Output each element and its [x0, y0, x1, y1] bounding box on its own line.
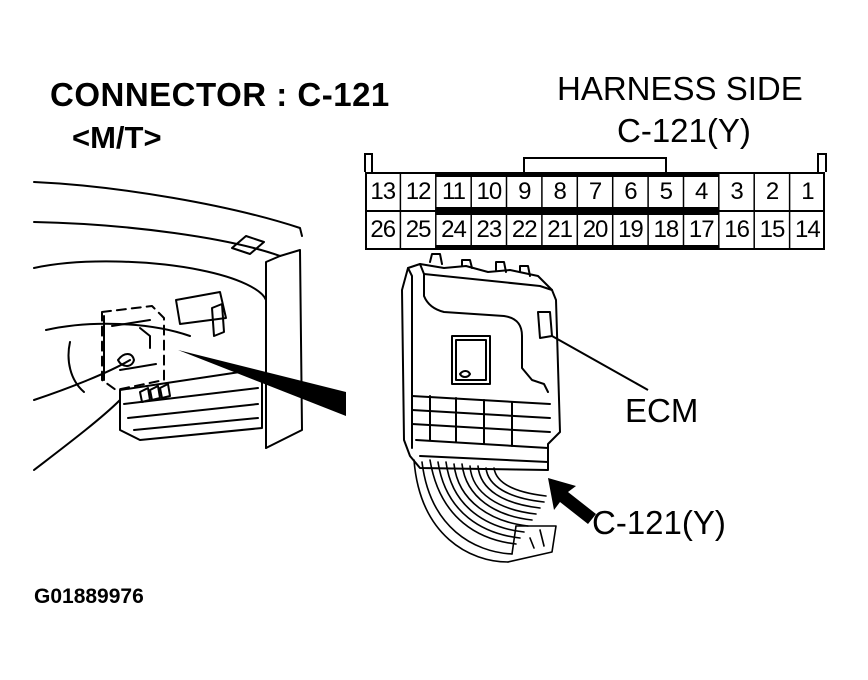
pin-21: 21 [547, 216, 573, 243]
pin-3: 3 [730, 178, 743, 205]
pin-24: 24 [441, 216, 467, 243]
pin-4: 4 [695, 178, 708, 205]
connector-outline [365, 172, 825, 250]
pin-5: 5 [659, 178, 673, 205]
pin-25: 25 [405, 216, 432, 243]
pin-15: 15 [759, 216, 786, 243]
connector-callout-label: C-121(Y) [592, 504, 726, 541]
pin-6: 6 [624, 178, 637, 205]
connector-latch [364, 153, 827, 172]
ecm-label: ECM [625, 392, 699, 429]
pin-8: 8 [553, 178, 566, 205]
pin-2: 2 [765, 178, 779, 205]
pin-20: 20 [582, 216, 609, 243]
figure-id: G01889976 [34, 585, 144, 608]
pin-11: 11 [442, 178, 466, 205]
pin-7: 7 [588, 178, 602, 205]
ecm-illustration [401, 253, 561, 471]
pin-13: 13 [370, 178, 396, 205]
leader-lines [178, 335, 649, 524]
harness-side-label: HARNESS SIDE [557, 70, 803, 107]
connector-top-row: 13 12 11 10 9 8 7 6 5 4 3 2 1 [365, 174, 825, 210]
callout-arrow-icon [548, 478, 596, 524]
pin-16: 16 [724, 216, 750, 243]
pin-14: 14 [795, 216, 821, 243]
harness-connector-id: C-121(Y) [617, 112, 751, 149]
pin-26: 26 [370, 216, 396, 243]
pin-1: 1 [801, 178, 814, 205]
connector-face: 13 12 11 10 9 8 7 6 5 4 3 2 1 26 25 24 2… [365, 172, 825, 250]
ecm-leader-line [551, 335, 649, 391]
page-title: CONNECTOR : C-121 [50, 76, 390, 113]
pin-22: 22 [511, 216, 538, 243]
pin-19: 19 [618, 216, 644, 243]
connector-bottom-row: 26 25 24 23 22 21 20 19 18 17 16 15 14 [365, 212, 825, 248]
pin-17: 17 [688, 216, 715, 243]
dashboard-illustration [33, 181, 303, 471]
location-arrow [178, 350, 346, 416]
transmission-variant: <M/T> [72, 120, 162, 155]
pin-9: 9 [518, 178, 531, 205]
pin-10: 10 [476, 178, 503, 205]
wire-harness-illustration [413, 459, 557, 563]
pin-18: 18 [653, 216, 679, 243]
pin-23: 23 [476, 216, 503, 243]
pin-12: 12 [405, 178, 432, 205]
